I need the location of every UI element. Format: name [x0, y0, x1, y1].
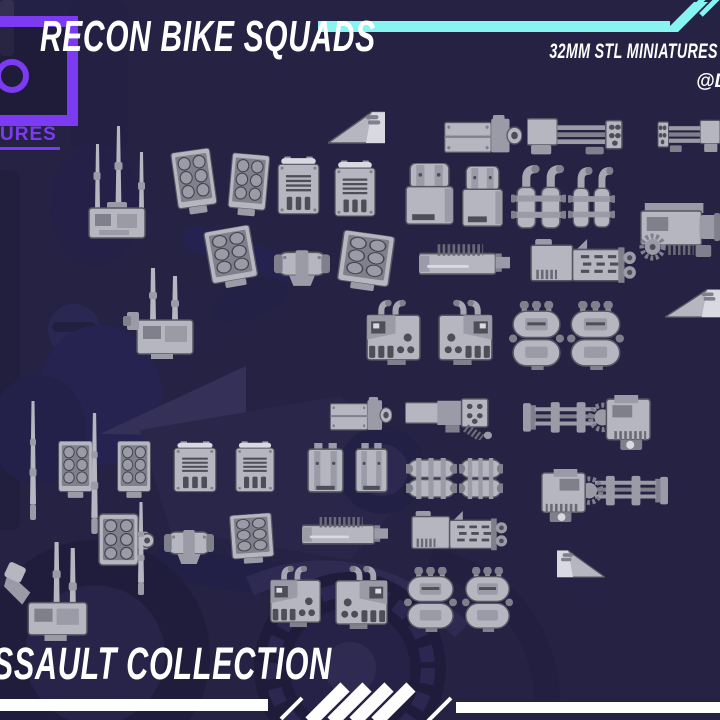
logo-ring-icon [0, 59, 29, 93]
bottom-right-bar [456, 702, 720, 713]
bottom-stripe-thin-left [279, 696, 304, 720]
studio-logo [0, 16, 78, 126]
cyan-banner-bar [318, 21, 670, 32]
bottom-stripe-4 [371, 682, 416, 720]
social-handle: @D [696, 71, 720, 92]
logo-text-fragment: URES [0, 125, 60, 150]
cyan-corner-stripe-2 [699, 0, 720, 17]
bottom-left-bar [0, 699, 268, 711]
bottom-stripe-2 [327, 682, 372, 720]
collection-label: ASSAULT COLLECTION [0, 638, 332, 689]
bottom-stripe-thin-right [426, 696, 453, 720]
poster-title: RECON BIKE SQUADS [40, 12, 376, 61]
bottom-stripe-1 [305, 682, 350, 720]
bottom-stripe-3 [349, 682, 394, 720]
cyan-corner-stripe-1 [688, 0, 706, 14]
poster-subtitle: 32MM STL MINIATURES [549, 40, 718, 63]
cyan-banner-diagonal [664, 2, 708, 32]
